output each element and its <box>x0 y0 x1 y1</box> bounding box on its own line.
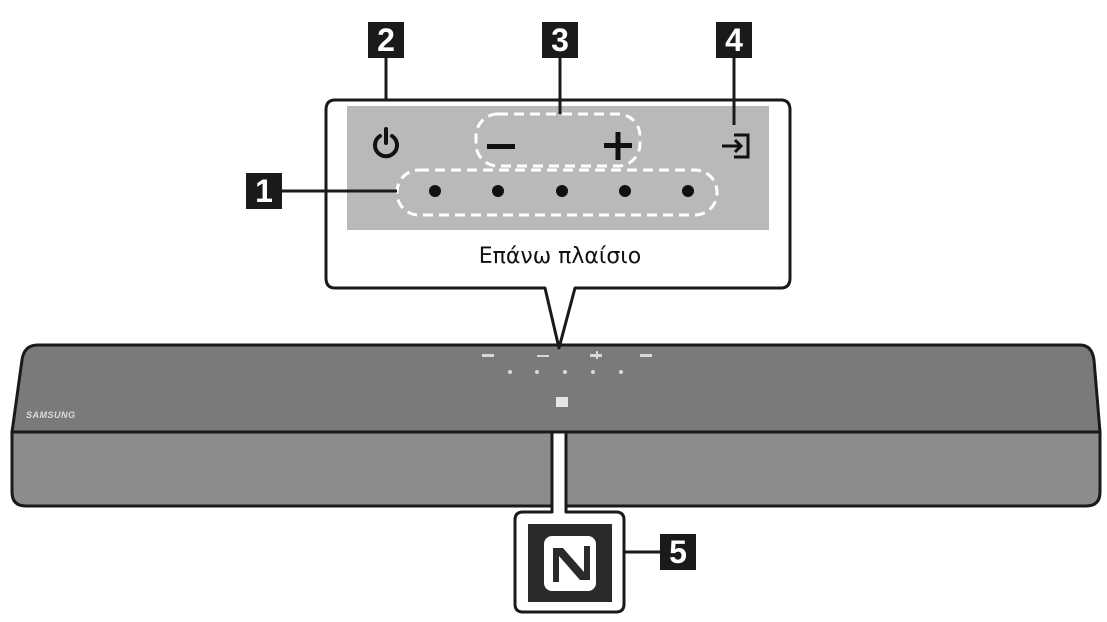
soundbar-top-leds <box>508 370 623 374</box>
nfc-n-mark-icon <box>544 536 596 591</box>
callout-badge-2: 2 <box>368 22 404 58</box>
indicator-led <box>619 185 631 197</box>
volume-plus-icon <box>604 132 632 160</box>
callout-badge-4: 4 <box>716 22 752 58</box>
indicator-leds <box>429 185 694 197</box>
leader-lines <box>282 58 736 554</box>
indicator-led <box>492 185 504 197</box>
soundbar: SAMSUNG <box>10 343 1102 508</box>
panel-caption: Επάνω πλαίσιο <box>478 244 642 269</box>
callout-badge-5: 5 <box>660 534 696 570</box>
nfc-callout <box>513 430 626 614</box>
soundbar-top-controls <box>482 351 652 359</box>
volume-minus-icon <box>487 144 515 149</box>
source-input-icon <box>722 133 750 159</box>
top-panel-callout <box>324 98 792 350</box>
callout-badge-3: 3 <box>542 22 578 58</box>
callout-badge-1: 1 <box>246 173 282 209</box>
indicator-led <box>556 185 568 197</box>
brand-logo: SAMSUNG <box>26 410 76 420</box>
soundbar-nfc-mark <box>556 397 568 407</box>
top-panel <box>347 106 769 230</box>
indicator-led <box>429 185 441 197</box>
indicator-led <box>682 185 694 197</box>
power-icon <box>373 127 399 159</box>
volume-group-outline <box>474 112 642 168</box>
soundbar-top-surface <box>10 343 1102 434</box>
